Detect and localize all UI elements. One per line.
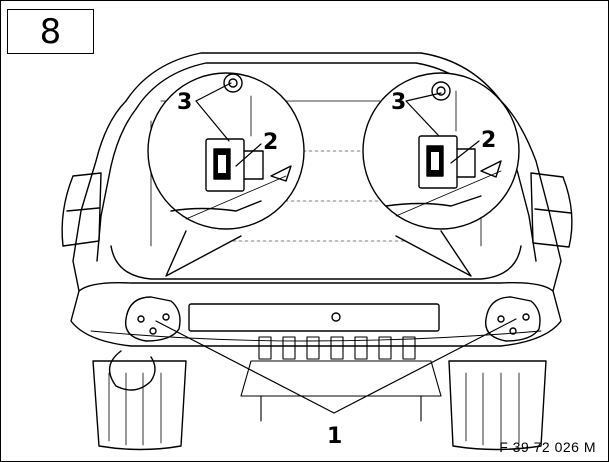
right-body-side — [500, 100, 562, 292]
right-cover-plate — [484, 296, 541, 342]
cargo-opening — [110, 245, 522, 280]
right-rear-tyre — [448, 360, 547, 451]
license-plate-recess — [188, 303, 440, 332]
callout-left-3: 3 — [177, 90, 192, 115]
callout-1: 1 — [327, 424, 342, 449]
right-detail-pointer — [395, 230, 472, 277]
tailgate-frame — [125, 52, 502, 102]
left-rear-tyre — [92, 360, 187, 451]
underbody-fittings — [240, 336, 442, 422]
left-tail-light — [61, 172, 102, 247]
left-body-side — [72, 100, 127, 292]
leader-lines — [155, 82, 517, 414]
figure-code: F 39 72 026 M — [499, 439, 596, 455]
callout-right-3: 3 — [391, 90, 406, 115]
step-number-box: 8 — [7, 9, 94, 54]
left-detail-latch — [170, 73, 292, 220]
exhaust-pipe — [108, 350, 156, 391]
right-detail-latch — [385, 81, 502, 217]
callout-left-2: 2 — [263, 130, 278, 155]
right-tail-light — [530, 172, 573, 248]
callout-right-2: 2 — [481, 128, 496, 153]
left-cover-plate — [124, 296, 181, 342]
left-detail-pointer — [165, 230, 242, 277]
step-number: 8 — [39, 11, 62, 52]
rear-bumper — [70, 281, 562, 347]
